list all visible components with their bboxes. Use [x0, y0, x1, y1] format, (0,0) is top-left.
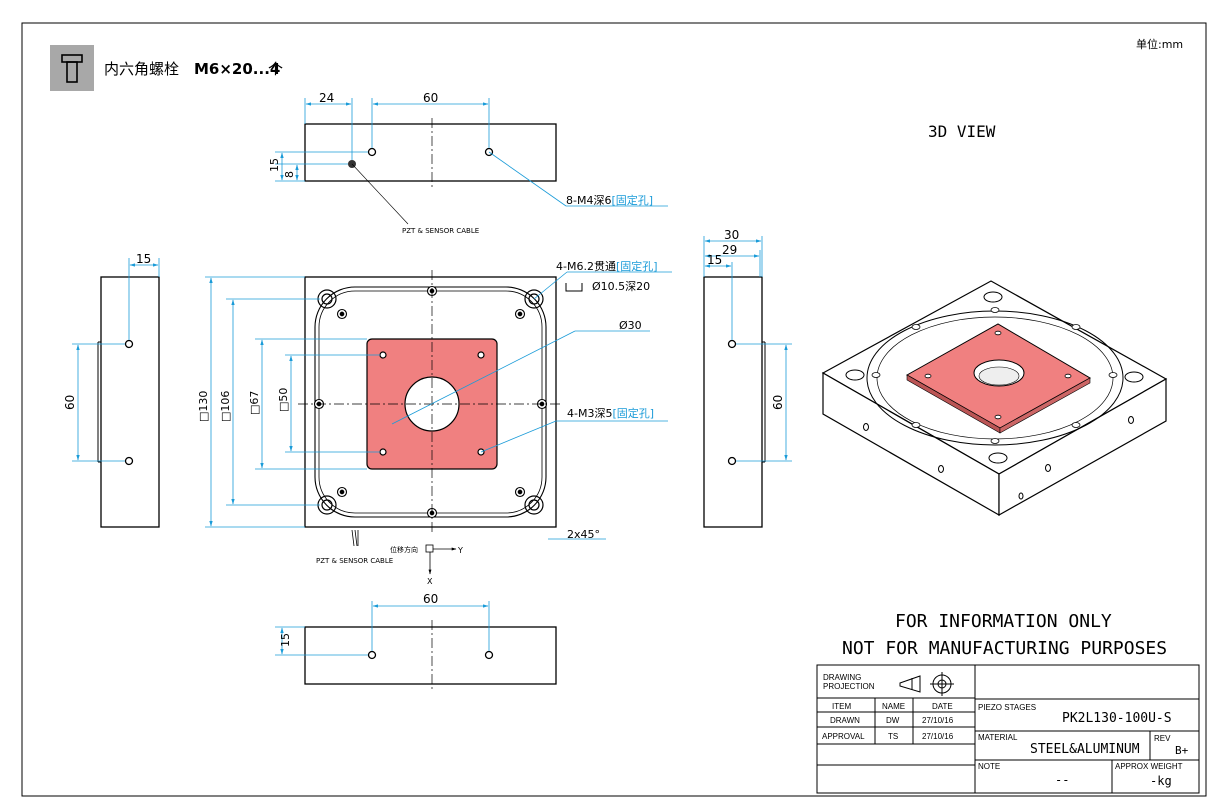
- row1-item: DRAWN: [830, 716, 860, 725]
- row2-name: TS: [888, 732, 898, 741]
- bottom-view: 60 15: [275, 592, 557, 690]
- sheet-border: [21, 22, 1207, 797]
- iso-label: 3D VIEW: [928, 122, 996, 141]
- bolt-icon-box: [50, 45, 94, 91]
- part-number: PK2L130-100U-S: [1062, 711, 1172, 726]
- category-label: PIEZO STAGES: [978, 703, 1036, 712]
- iso-view: 3D VIEW: [821, 122, 1168, 517]
- bottom-dim-15: 15: [279, 633, 292, 647]
- row1-date: 27/10/16: [922, 716, 954, 725]
- row1-name: DW: [886, 716, 900, 725]
- axis-x: X: [427, 577, 433, 586]
- counterbore-callout: Ø10.5深20: [592, 280, 650, 293]
- left-view: 15 60: [63, 252, 160, 528]
- right-dim-30: 30: [724, 228, 739, 242]
- part-label: 内六角螺栓: [104, 60, 179, 78]
- bolt-header: 内六角螺栓 M6×20...4 个 单位:mm: [50, 37, 1183, 91]
- right-dim-29: 29: [722, 243, 737, 257]
- chamfer-label: 2x45°: [567, 528, 600, 541]
- projection-label-2: PROJECTION: [823, 682, 875, 691]
- hex-bolt-icon: [61, 54, 83, 83]
- dim-130: □130: [197, 391, 210, 422]
- weight-label: APPROX WEIGHT: [1115, 762, 1183, 771]
- top-view-body: [304, 123, 557, 182]
- dim-15: 15: [268, 158, 281, 172]
- notice-line-2: NOT FOR MANUFACTURING PURPOSES: [842, 638, 1167, 659]
- cable-label-top: PZT & SENSOR CABLE: [402, 227, 479, 235]
- rev-value: B+: [1175, 744, 1189, 757]
- title-block: [816, 664, 1200, 794]
- bore-callout: Ø30: [619, 319, 642, 332]
- notice-line-1: FOR INFORMATION ONLY: [895, 611, 1112, 632]
- note-label: NOTE: [978, 762, 1000, 771]
- unit-label: 单位:mm: [1136, 37, 1183, 51]
- axis-y: Y: [457, 546, 463, 555]
- row2-item: APPROVAL: [822, 732, 865, 741]
- right-view: 30 29 15 60: [703, 228, 792, 528]
- dim-60: 60: [423, 91, 438, 105]
- m4-callout: 8-M4深6[固定孔]: [566, 193, 653, 207]
- front-view: □130 □106 □67 □50 4-M6.2贯通[固定孔] Ø10.5深20…: [197, 259, 672, 586]
- col-date: DATE: [932, 702, 953, 711]
- right-dim-60: 60: [771, 395, 785, 410]
- right-view-body: [703, 276, 763, 528]
- m62-callout: 4-M6.2贯通[固定孔]: [556, 259, 658, 273]
- dim-24: 24: [319, 91, 334, 105]
- part-unit: 个: [268, 60, 283, 78]
- dim-106: □106: [219, 391, 232, 422]
- right-dim-15: 15: [707, 253, 722, 267]
- top-view-hole: [484, 147, 494, 157]
- bottom-dim-60: 60: [423, 592, 438, 606]
- col-name: NAME: [882, 702, 905, 711]
- base-plate: [304, 276, 557, 528]
- axis-label: 位移方向: [390, 545, 418, 554]
- weight-value: -kg: [1150, 774, 1172, 788]
- part-spec: M6×20...4: [194, 60, 280, 78]
- material-value: STEEL&ALUMINUM: [1030, 742, 1140, 757]
- dim-67: □67: [248, 391, 261, 415]
- cable-label-front: PZT & SENSOR CABLE: [316, 557, 393, 565]
- dim-8: 8: [283, 171, 296, 178]
- m3-callout: 4-M3深5[固定孔]: [567, 406, 654, 420]
- left-dim-60: 60: [63, 395, 77, 410]
- left-dim-15: 15: [136, 252, 151, 266]
- bottom-view-body: [304, 626, 557, 685]
- row2-date: 27/10/16: [922, 732, 954, 741]
- material-label: MATERIAL: [978, 733, 1018, 742]
- cable-icon: [351, 529, 359, 547]
- projection-label-1: DRAWING: [823, 673, 861, 682]
- rev-label: REV: [1154, 734, 1171, 743]
- title-block-text: DRAWING PROJECTION ITEM NAME DATE DRAWN …: [822, 673, 1189, 788]
- col-item: ITEM: [832, 702, 851, 711]
- dim-50: □50: [277, 388, 290, 412]
- note-value: --: [1055, 773, 1069, 787]
- top-view: 24 60 15 8 8-M4深6[固定孔] PZT & SENSOR CABL…: [268, 91, 668, 235]
- left-view-body: [100, 276, 160, 528]
- top-view-hole: [367, 147, 377, 157]
